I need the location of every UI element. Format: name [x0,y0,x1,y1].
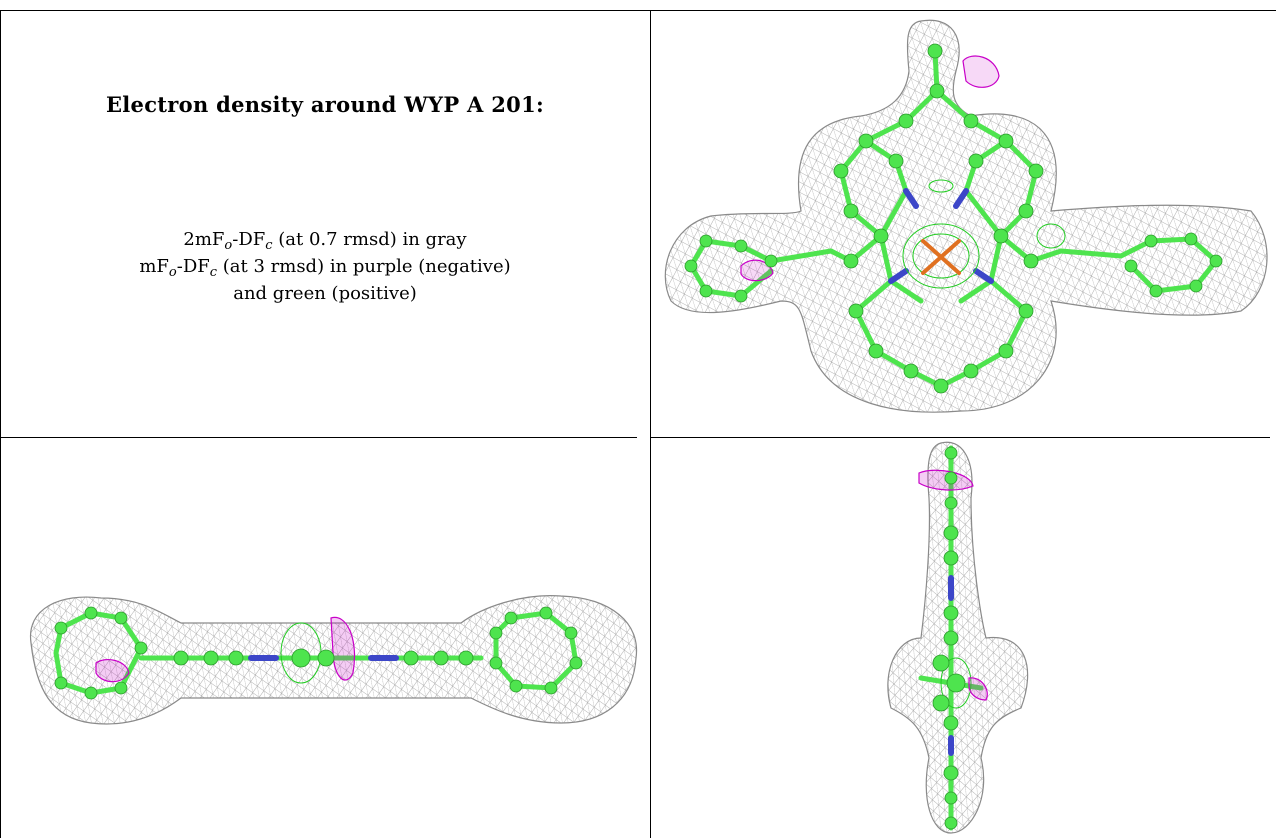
table-border-left [0,10,1,838]
table-divider-right [650,437,1270,438]
table-border-middle [650,10,651,838]
density-view-edge-horizontal [1,438,650,838]
table-divider-left [0,437,637,438]
legend-line-mfo: mFo-DFc (at 3 rmsd) in purple (negative) [139,256,511,280]
figure-title: Electron density around WYP A 201: [105,92,545,117]
mesh-envelope [664,19,1268,413]
table-border-top [0,10,1276,11]
density-view-face [651,11,1276,437]
caption-cell: Electron density around WYP A 201: 2mFo-… [0,10,650,437]
legend-line-positive: and green (positive) [233,283,417,304]
legend-line-2mfo: 2mFo-DFc (at 0.7 rmsd) in gray [183,229,467,253]
density-view-edge-vertical [651,438,1276,838]
legend-text: 2mFo-DFc (at 0.7 rmsd) in gray mFo-DFc (… [0,226,650,307]
